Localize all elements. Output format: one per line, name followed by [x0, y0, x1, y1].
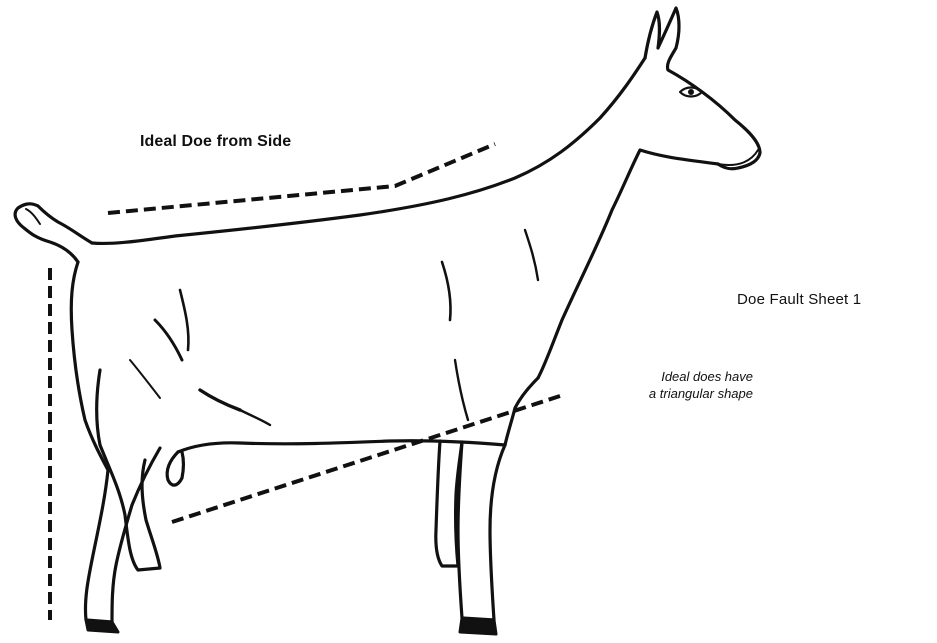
goat-chest	[505, 378, 538, 445]
triangle-bottom-guide	[172, 396, 560, 522]
goat-front-leg-near	[458, 442, 505, 620]
sheet-label: Doe Fault Sheet 1	[737, 291, 861, 308]
goat-belly	[178, 441, 505, 452]
goat-head	[645, 8, 760, 169]
goat-shoulder-line	[442, 262, 451, 320]
note-line-2: a triangular shape	[575, 385, 753, 402]
goat-tail	[15, 204, 92, 262]
goat-rear-leg-far	[85, 448, 160, 622]
goat-rump	[71, 262, 108, 470]
goat-rear-leg-near	[97, 370, 160, 570]
triangular-shape-note: Ideal does have a triangular shape	[575, 368, 753, 402]
goat-udder	[167, 452, 183, 485]
diagram-title: Ideal Doe from Side	[140, 133, 291, 151]
note-line-1: Ideal does have	[575, 368, 753, 385]
goat-neck	[538, 150, 718, 378]
